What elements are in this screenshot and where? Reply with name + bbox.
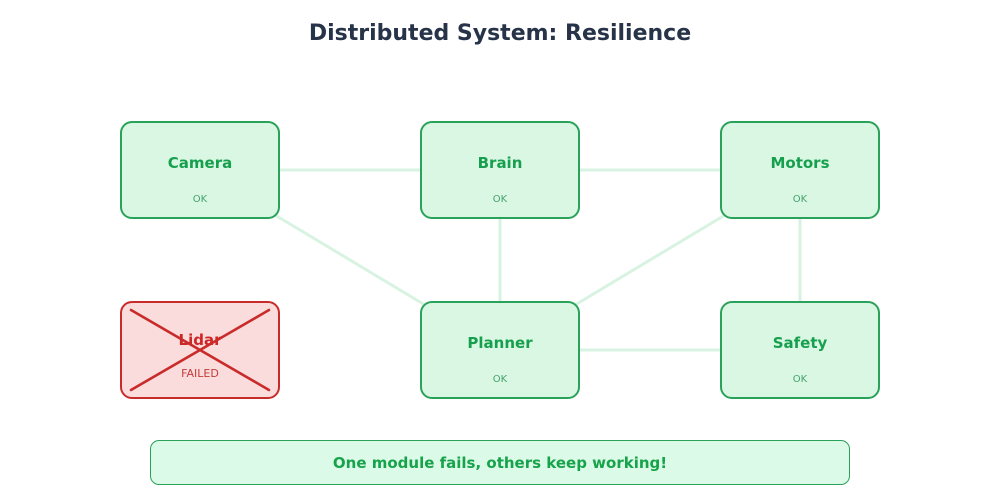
node-label: Planner — [467, 334, 533, 352]
node-lidar: Lidar FAILED — [120, 301, 280, 399]
node-brain: Brain OK — [420, 121, 580, 219]
node-label: Motors — [770, 154, 830, 172]
node-label: Lidar — [178, 331, 222, 349]
status-badge: FAILED — [181, 367, 219, 380]
status-badge: OK — [492, 374, 508, 385]
node-label: Brain — [477, 154, 523, 172]
page-title: Distributed System: Resilience — [308, 21, 692, 46]
resilience-banner: One module fails, others keep working! — [150, 440, 850, 485]
status-badge: OK — [192, 194, 208, 205]
node-planner: Planner OK — [420, 301, 580, 399]
node-motors: Motors OK — [720, 121, 880, 219]
node-safety: Safety OK — [720, 301, 880, 399]
banner-text: One module fails, others keep working! — [332, 453, 668, 472]
node-camera: Camera OK — [120, 121, 280, 219]
status-badge: OK — [492, 194, 508, 205]
failure-cross-icon — [129, 308, 270, 391]
status-badge: OK — [792, 374, 808, 385]
node-label: Camera — [167, 154, 233, 172]
node-label: Safety — [772, 334, 828, 352]
status-badge: OK — [792, 194, 808, 205]
